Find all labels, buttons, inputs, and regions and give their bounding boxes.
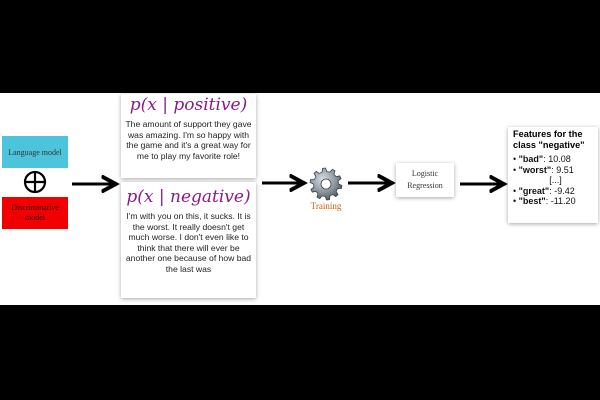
- logistic-regression-label: Logistic Regression: [407, 169, 443, 190]
- negative-sample-card: p(x | negative) I'm with you on this, it…: [121, 182, 256, 298]
- discriminative-model-label: Discriminative model: [11, 203, 59, 222]
- feature-term: "best": [518, 196, 546, 206]
- training-label: Training: [310, 201, 342, 211]
- language-model-label: Language model: [8, 147, 62, 157]
- feature-weight: -9.42: [554, 185, 575, 196]
- feature-item: • "worst": 9.51: [513, 164, 574, 175]
- features-box: Features for the class "negative" • "bad…: [508, 127, 598, 223]
- features-ellipsis: [...]: [549, 175, 562, 185]
- logistic-regression-box: Logistic Regression: [396, 163, 454, 197]
- positive-formula: p(x | positive): [129, 95, 248, 115]
- features-title: Features for the class "negative": [513, 129, 585, 150]
- feature-term: "bad": [518, 154, 544, 164]
- feature-weight: -11.20: [550, 196, 576, 206]
- feature-term: "great": [518, 185, 550, 196]
- positive-sample-text: The amount of support they gave was amaz…: [125, 119, 252, 161]
- negative-sample-text: I'm with you on this, it sucks. It is th…: [125, 211, 252, 274]
- features-list: • "bad": 10.08 • "worst": 9.51 [...] • "…: [508, 154, 598, 207]
- gear-icon: [309, 167, 343, 201]
- feature-weight: 9.51: [556, 164, 574, 175]
- feature-item: • "great": -9.42: [513, 185, 575, 196]
- combine-icon: [23, 170, 47, 194]
- negative-formula: p(x | negative): [126, 187, 251, 207]
- feature-item: • "bad": 10.08: [513, 154, 571, 164]
- discriminative-model-box: Discriminative model: [2, 197, 68, 229]
- feature-item: • "best": -11.20: [513, 196, 576, 206]
- diagram-background: [0, 93, 600, 305]
- feature-weight: 10.08: [548, 154, 571, 164]
- feature-term: "worst": [518, 164, 552, 175]
- positive-sample-card: p(x | positive) The amount of support th…: [121, 94, 256, 178]
- language-model-box: Language model: [2, 136, 68, 168]
